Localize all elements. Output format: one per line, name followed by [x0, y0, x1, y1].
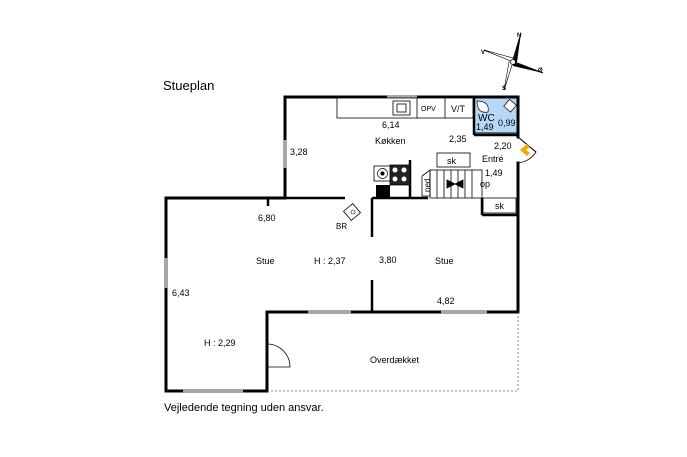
height-237: H : 2,37 — [314, 256, 346, 266]
plan-title: Stueplan — [163, 78, 214, 93]
sk-top-label: sk — [447, 156, 457, 166]
ned-label: ned — [423, 179, 432, 192]
kitchen-label: Køkken — [375, 136, 406, 146]
dim-328: 3,28 — [290, 147, 308, 157]
compass-n: N — [517, 33, 521, 39]
dim-380: 3,80 — [379, 255, 397, 265]
dim-680: 6,80 — [258, 213, 276, 223]
terrace-outline — [267, 312, 519, 392]
staircase — [421, 152, 517, 214]
dim-614: 6,14 — [382, 120, 400, 130]
dim-220: 2,20 — [494, 141, 512, 151]
disclaimer: Vejledende tegning uden ansvar. — [164, 402, 324, 414]
dim-wc-149: 1,49 — [476, 122, 494, 132]
opv-label: OPV — [421, 106, 436, 113]
interior-walls — [266, 97, 518, 312]
wc-fixtures — [476, 98, 517, 113]
dim-wc-099: 0,99 — [498, 118, 516, 128]
terrace-door — [266, 343, 291, 368]
compass-o: Ø — [538, 68, 543, 74]
br-label: BR — [336, 222, 347, 231]
vt-label: V/T — [451, 104, 466, 114]
overdaekket-label: Overdækket — [370, 355, 420, 365]
dim-482: 4,82 — [437, 296, 455, 306]
dim-643: 6,43 — [172, 288, 190, 298]
compass-s: S — [502, 86, 506, 92]
op-label: op — [480, 179, 490, 189]
fireplace-icon — [342, 202, 362, 222]
dim-235: 2,35 — [449, 134, 467, 144]
stove-icon — [373, 164, 411, 198]
wc-label: WC — [478, 113, 495, 124]
sk-bottom-label: sk — [495, 201, 505, 211]
stue-left-label: Stue — [256, 256, 275, 266]
stue-right-label: Stue — [435, 256, 454, 266]
compass-icon: N S V Ø — [481, 32, 544, 92]
windows — [164, 95, 487, 393]
compass-v: V — [481, 50, 485, 56]
height-229: H : 2,29 — [204, 338, 236, 348]
entre-label: Entré — [482, 154, 504, 164]
kitchen-counter — [336, 97, 474, 119]
entry-arrow-icon — [520, 144, 530, 156]
dim-149-hall: 1,49 — [485, 168, 503, 178]
